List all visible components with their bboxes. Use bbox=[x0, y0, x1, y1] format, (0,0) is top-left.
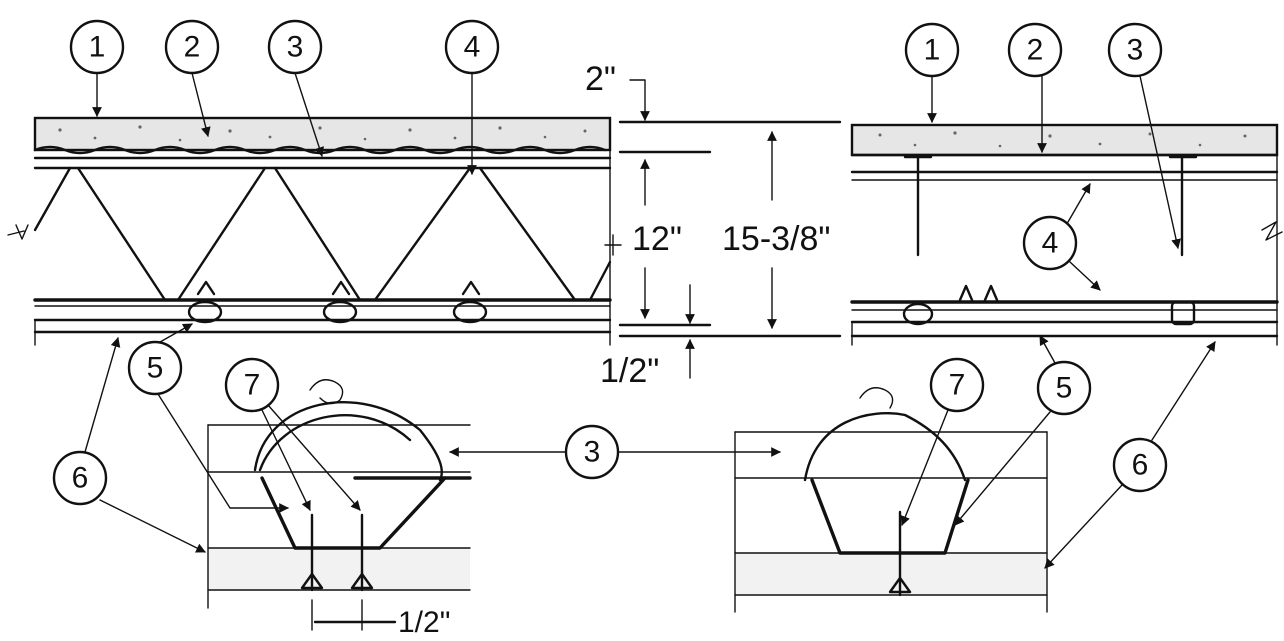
svg-text:3: 3 bbox=[287, 31, 304, 64]
left-detail-ceiling-board bbox=[208, 548, 470, 590]
callout-right-6: 6 bbox=[1044, 341, 1216, 569]
left-joist-web bbox=[33, 166, 612, 302]
dim-bottom-gap: 1/2" bbox=[600, 352, 659, 390]
callout-left-4: 4 bbox=[444, 19, 500, 175]
right-elevation bbox=[850, 123, 1283, 346]
left-channel bbox=[260, 476, 447, 550]
callout-right-7: 7 bbox=[900, 357, 985, 526]
left-lower-callouts: 5 6 7 bbox=[52, 323, 361, 553]
right-clip-detail bbox=[734, 387, 1048, 613]
callout-center-3: 3 bbox=[449, 424, 781, 480]
svg-text:1: 1 bbox=[89, 31, 106, 64]
dim-total-depth: 15-3/8" bbox=[722, 220, 830, 258]
callout-right-2: 2 bbox=[1007, 22, 1063, 153]
callout-left-1: 1 bbox=[69, 19, 125, 117]
right-channel bbox=[810, 478, 970, 555]
svg-text:3: 3 bbox=[584, 436, 601, 469]
svg-text:6: 6 bbox=[72, 462, 89, 495]
left-break-symbol bbox=[7, 224, 29, 240]
svg-text:3: 3 bbox=[1127, 34, 1144, 67]
left-hanger-clips bbox=[187, 280, 488, 324]
svg-text:4: 4 bbox=[1042, 227, 1059, 260]
callout-left-5: 5 bbox=[127, 323, 289, 513]
svg-text:5: 5 bbox=[1056, 372, 1073, 405]
left-concrete-slab bbox=[33, 116, 612, 152]
svg-text:2: 2 bbox=[184, 31, 201, 64]
center-break-symbol bbox=[604, 234, 622, 256]
callout-right-4: 4 bbox=[1022, 183, 1101, 291]
svg-text:4: 4 bbox=[464, 31, 481, 64]
right-concrete-slab bbox=[850, 123, 1279, 157]
right-lower-callouts: 7 5 6 bbox=[900, 335, 1216, 569]
callout-right-3: 3 bbox=[1107, 22, 1181, 249]
right-wire-twist bbox=[859, 387, 894, 409]
callout-left-3: 3 bbox=[267, 19, 324, 157]
right-break-symbol bbox=[1261, 221, 1283, 241]
left-wire-tie bbox=[253, 401, 443, 482]
svg-text:7: 7 bbox=[244, 369, 261, 402]
right-detail-ceiling-board bbox=[735, 553, 1047, 595]
svg-text:6: 6 bbox=[1132, 449, 1149, 482]
callout-left-2: 2 bbox=[164, 19, 220, 137]
right-hanger-rods bbox=[903, 155, 1198, 257]
left-elevation bbox=[7, 116, 612, 346]
right-top-callouts: 1 2 3 4 bbox=[904, 22, 1181, 291]
svg-text:7: 7 bbox=[949, 369, 966, 402]
left-wire-twist bbox=[309, 379, 344, 405]
dim-detail-spacing: 1/2" bbox=[398, 606, 450, 639]
left-clip-detail: 1/2" bbox=[207, 379, 472, 639]
right-detail-screw bbox=[888, 510, 912, 597]
svg-text:5: 5 bbox=[147, 352, 164, 385]
callout-left-6: 6 bbox=[52, 337, 206, 553]
callout-right-1: 1 bbox=[904, 22, 960, 123]
svg-text:1: 1 bbox=[924, 34, 941, 67]
dim-top-gap: 2" bbox=[585, 60, 616, 98]
right-hanger-clips bbox=[902, 284, 1196, 326]
left-top-callouts: 1 2 3 4 bbox=[69, 19, 500, 175]
right-wire-tie bbox=[803, 412, 967, 482]
center-dimensions: 2" 12" 15-3/8" 1/2" bbox=[585, 60, 842, 390]
callout-left-7: 7 bbox=[224, 357, 361, 511]
callout-right-5: 5 bbox=[954, 335, 1092, 526]
svg-text:2: 2 bbox=[1027, 34, 1044, 67]
left-detail-screws bbox=[300, 513, 374, 592]
dim-joist-depth: 12" bbox=[632, 220, 682, 258]
